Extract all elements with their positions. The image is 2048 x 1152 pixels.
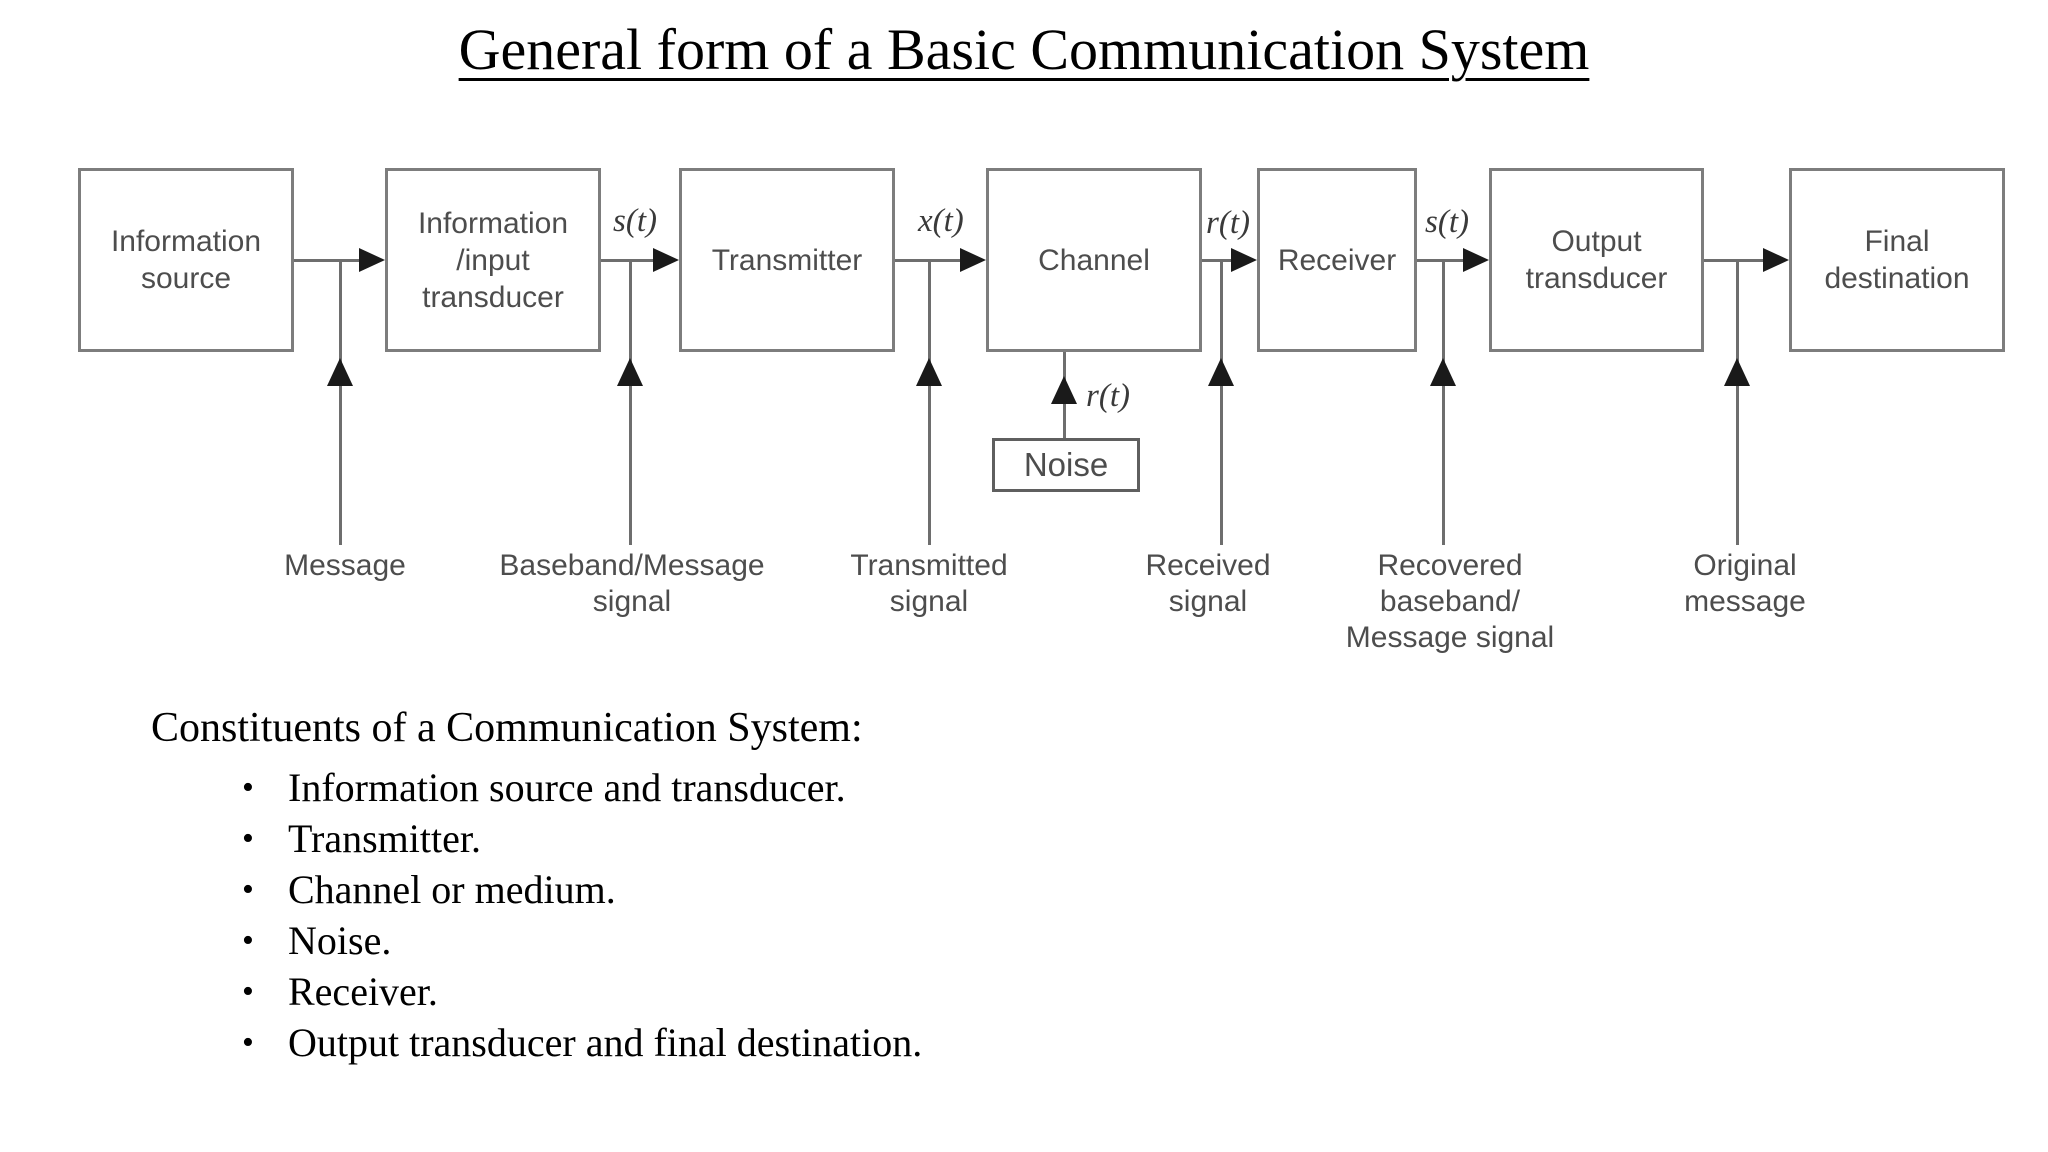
block-output-transducer: Output transducer [1489, 168, 1704, 352]
block-label: Information /input transducer [417, 206, 569, 314]
noise-signal-label: r(t) [1086, 378, 1130, 414]
flow-label-recovered-baseband-signal: Recovered baseband/ Message signal [1345, 549, 1555, 654]
list-item: Noise. [242, 915, 922, 966]
branch-line-baseband-signal [629, 260, 632, 545]
connector-source-to-transducer [294, 259, 361, 262]
block-transmitter: Transmitter [679, 168, 895, 352]
list-item: Information source and transducer. [242, 762, 922, 813]
noise-label: Noise [1023, 446, 1109, 483]
arrowhead-into-channel-icon [960, 248, 986, 272]
arrowhead-into-transmitter-icon [653, 248, 679, 272]
block-channel: Channel [986, 168, 1202, 352]
list-item: Receiver. [242, 966, 922, 1017]
signal-label-s-t-1: s(t) [613, 203, 657, 239]
constituents-heading: Constituents of a Communication System: [151, 705, 863, 751]
block-information-source: Information source [78, 168, 294, 352]
block-label: Channel [1038, 243, 1150, 277]
arrowhead-into-final-destination-icon [1763, 248, 1789, 272]
block-label: Final destination [1824, 225, 1970, 295]
arrowhead-into-output-transducer-icon [1463, 248, 1489, 272]
connector-channel-to-receiver [1202, 259, 1233, 262]
block-final-destination: Final destination [1789, 168, 2005, 352]
block-input-transducer: Information /input transducer [385, 168, 601, 352]
connector-receiver-to-output-transducer [1417, 259, 1465, 262]
block-label: Output transducer [1525, 225, 1668, 295]
list-item: Transmitter. [242, 813, 922, 864]
connector-transducer-to-transmitter [601, 259, 655, 262]
branch-line-recovered-signal [1442, 260, 1445, 545]
flow-label-message: Message [284, 549, 406, 582]
up-arrowhead-noise-icon [1051, 376, 1077, 404]
noise-box: Noise [992, 438, 1140, 492]
connector-output-to-final-destination [1704, 259, 1765, 262]
up-arrowhead-baseband-signal-icon [617, 358, 643, 386]
branch-line-received-signal [1220, 260, 1223, 545]
flow-label-received-signal: Received signal [1145, 549, 1271, 618]
arrowhead-into-receiver-icon [1231, 248, 1257, 272]
up-arrowhead-recovered-signal-icon [1430, 358, 1456, 386]
block-receiver: Receiver [1257, 168, 1417, 352]
branch-line-original-message [1736, 260, 1739, 545]
up-arrowhead-original-message-icon [1724, 358, 1750, 386]
branch-line-message [339, 260, 342, 545]
up-arrowhead-transmitted-signal-icon [916, 358, 942, 386]
constituents-list: Information source and transducer. Trans… [242, 762, 922, 1068]
branch-line-transmitted-signal [928, 260, 931, 545]
up-arrowhead-message-icon [327, 358, 353, 386]
signal-label-x-t: x(t) [918, 203, 964, 239]
signal-label-r-t: r(t) [1206, 205, 1250, 241]
flow-label-transmitted-signal: Transmitted signal [850, 549, 1008, 618]
block-label: Information source [110, 225, 262, 295]
page-title: General form of a Basic Communication Sy… [458, 17, 1590, 82]
flow-label-baseband-message-signal: Baseband/Message signal [499, 549, 765, 618]
signal-label-s-t-2: s(t) [1425, 204, 1469, 240]
list-item: Output transducer and final destination. [242, 1017, 922, 1068]
block-label: Transmitter [711, 243, 863, 277]
list-item: Channel or medium. [242, 864, 922, 915]
arrowhead-into-transducer-icon [359, 248, 385, 272]
flow-label-original-message: Original message [1684, 549, 1806, 618]
block-label: Receiver [1277, 243, 1397, 277]
up-arrowhead-received-signal-icon [1208, 358, 1234, 386]
